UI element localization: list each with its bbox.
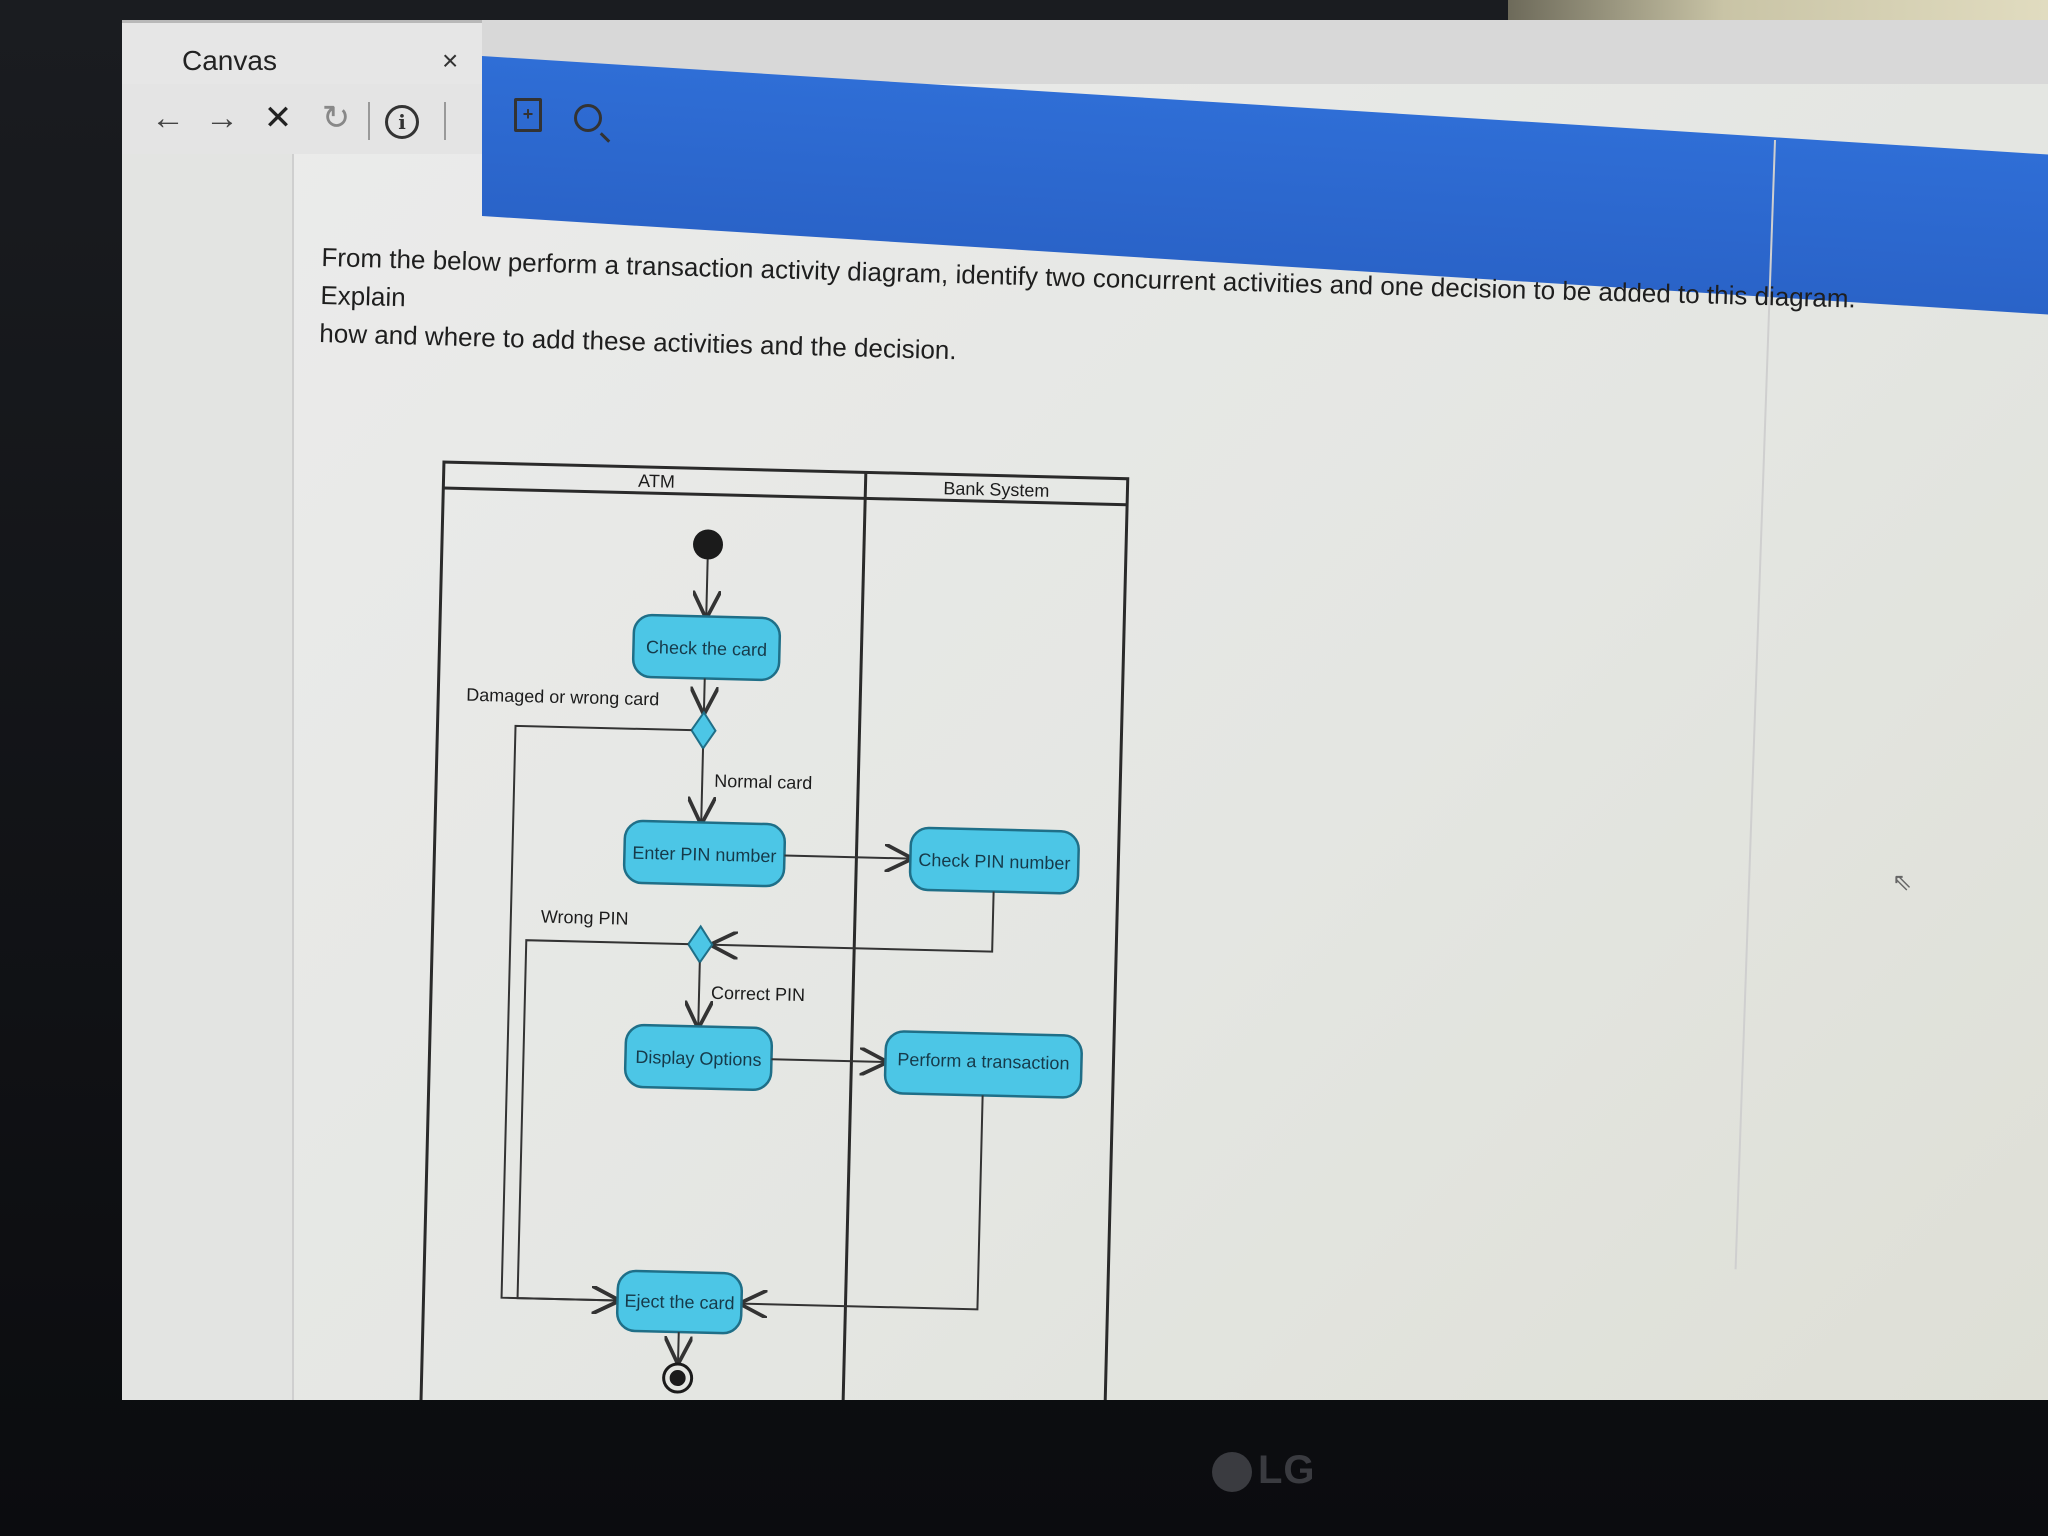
- final-node: [669, 1370, 686, 1387]
- activity-perform-transaction-label: Perform a transaction: [897, 1049, 1070, 1073]
- toolbar-separator: [368, 102, 370, 140]
- activity-check-pin-label: Check PIN number: [918, 850, 1071, 874]
- activity-check-pin: [908, 826, 1080, 895]
- guard-damaged: Damaged or wrong card: [466, 685, 660, 710]
- tab-close-icon[interactable]: ×: [442, 45, 459, 76]
- swimlane-frame: [419, 460, 1130, 1400]
- mouse-cursor-icon: ⇖: [1892, 869, 1913, 896]
- screen: Canvas × ← → ✕ ↻ i + From the below perf…: [122, 20, 2048, 1400]
- info-button[interactable]: i: [384, 98, 420, 139]
- flow-check-pin-to-decision: [712, 891, 995, 952]
- document-button[interactable]: +: [514, 98, 542, 132]
- activity-eject-card-label: Eject the card: [624, 1291, 735, 1314]
- flow-check-to-decision: [704, 678, 705, 712]
- lane-header-rule: [443, 486, 1128, 507]
- activity-display-options-label: Display Options: [635, 1047, 762, 1070]
- activity-diagram: ATM Bank System Check the card Damaged o…: [419, 460, 1132, 1400]
- browser-toolbar: ← → ✕ ↻ i: [122, 84, 482, 154]
- decision-pin: [687, 924, 714, 965]
- activity-check-card-label: Check the card: [646, 637, 768, 660]
- flow-wrong-pin-to-eject: [516, 939, 689, 1302]
- flow-normal-to-enter-pin: [701, 748, 703, 822]
- info-icon: i: [385, 105, 419, 139]
- activity-enter-pin-label: Enter PIN number: [632, 843, 777, 867]
- flow-enter-to-check-pin: [784, 855, 910, 858]
- forward-arrow-icon[interactable]: →: [205, 99, 239, 137]
- flow-eject-to-final: [678, 1332, 679, 1362]
- lane-bank-system: Bank System: [943, 478, 1050, 501]
- left-gutter: [122, 154, 294, 1400]
- document-icon: +: [514, 98, 542, 132]
- monitor-brand: LG: [1258, 1448, 1316, 1492]
- flow-correct-to-display: [698, 962, 700, 1026]
- search-icon: [574, 104, 602, 132]
- monitor-logo: LG: [1212, 1448, 1316, 1493]
- toolbar-separator: [444, 102, 446, 140]
- flow-display-to-transaction: [771, 1059, 885, 1062]
- flow-start-to-check: [706, 559, 707, 617]
- question-text: From the below perform a transaction act…: [319, 238, 1921, 395]
- lg-logo-icon: [1212, 1452, 1252, 1493]
- lane-atm: ATM: [638, 471, 675, 492]
- flow-damaged-to-eject: [500, 724, 692, 1302]
- guard-normal: Normal card: [714, 771, 812, 793]
- tab-canvas[interactable]: Canvas ×: [122, 20, 482, 87]
- back-arrow-icon[interactable]: ←: [151, 99, 185, 137]
- question-content: From the below perform a transaction act…: [319, 170, 1972, 1400]
- stop-icon[interactable]: ✕: [263, 99, 293, 137]
- flow-transaction-to-eject: [741, 1095, 984, 1310]
- activity-diagram-svg: ATM Bank System Check the card Damaged o…: [419, 460, 1130, 1400]
- guard-correct-pin: Correct PIN: [711, 983, 805, 1005]
- tab-bar: Canvas ×: [122, 20, 2048, 87]
- lane-divider: [841, 472, 868, 1400]
- tab-title: Canvas: [182, 45, 277, 76]
- decision-card: [690, 710, 717, 751]
- activity-perform-transaction: [883, 1030, 1083, 1099]
- final-node-ring: [662, 1362, 694, 1394]
- search-button[interactable]: [574, 104, 602, 137]
- initial-node: [693, 529, 724, 560]
- guard-wrong-pin: Wrong PIN: [541, 907, 629, 929]
- reload-icon[interactable]: ↻: [321, 99, 351, 137]
